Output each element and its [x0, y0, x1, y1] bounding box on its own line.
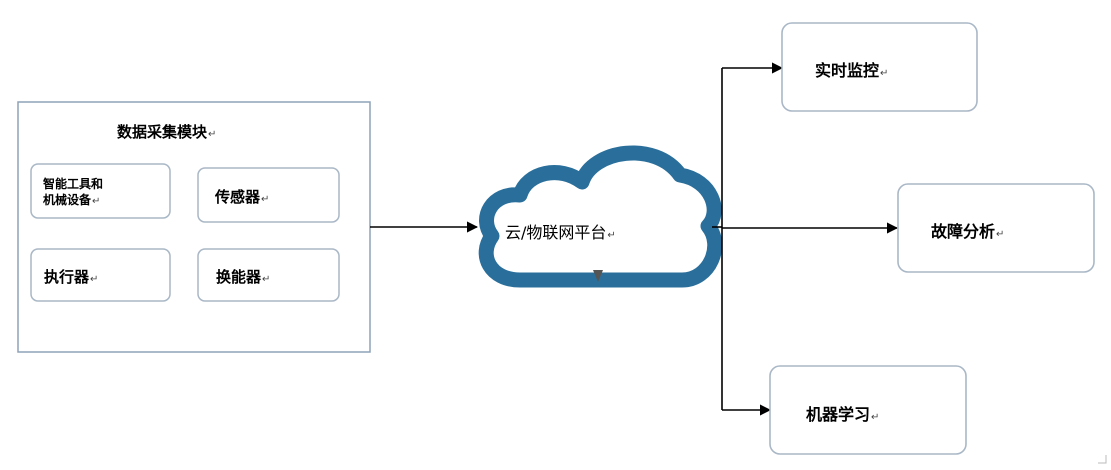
- data-acquisition-module-box: [17, 101, 371, 353]
- cloud-bottom-notch: [593, 270, 603, 282]
- actuator-text: 执行器: [44, 268, 90, 286]
- fault-analysis-text: 故障分析: [931, 222, 996, 241]
- monitoring-label: 实时监控↵: [815, 57, 888, 81]
- fault-analysis-label: 故障分析↵: [931, 218, 1004, 242]
- actuator-box: [30, 248, 171, 302]
- sensor-label: 传感器↵: [215, 186, 269, 207]
- cloud-platform-text: 云/物联网平台: [505, 223, 607, 242]
- paragraph-mark: ↵: [208, 129, 217, 140]
- corner-mark: [1098, 455, 1107, 464]
- machine-learning-text: 机器学习: [806, 405, 871, 424]
- sensor-box: [197, 167, 340, 223]
- smart-tools-label: 智能工具和 机械设备↵: [43, 176, 153, 210]
- smart-tools-box: [30, 163, 171, 219]
- paragraph-mark: ↵: [607, 230, 616, 241]
- smart-tools-line2: 机械设备: [43, 193, 92, 207]
- transducer-label: 换能器↵: [216, 266, 270, 287]
- paragraph-mark: ↵: [871, 412, 880, 423]
- actuator-label: 执行器↵: [44, 266, 98, 287]
- cloud-icon: [478, 145, 723, 288]
- paragraph-mark: ↵: [261, 194, 270, 205]
- module-title: 数据采集模块↵: [117, 121, 216, 142]
- paragraph-mark: ↵: [262, 274, 271, 285]
- machine-learning-label: 机器学习↵: [806, 401, 879, 425]
- paragraph-mark: ↵: [92, 196, 101, 207]
- transducer-text: 换能器: [216, 268, 262, 286]
- cloud-platform-label: 云/物联网平台↵: [505, 219, 616, 243]
- monitoring-box: [781, 22, 978, 112]
- machine-learning-box: [769, 365, 967, 455]
- monitoring-text: 实时监控: [815, 61, 880, 80]
- paragraph-mark: ↵: [996, 229, 1005, 240]
- transducer-box: [197, 248, 340, 302]
- paragraph-mark: ↵: [880, 68, 889, 79]
- paragraph-mark: ↵: [90, 274, 99, 285]
- module-title-text: 数据采集模块: [117, 123, 208, 141]
- smart-tools-line1: 智能工具和: [43, 177, 104, 191]
- sensor-text: 传感器: [215, 188, 261, 206]
- fault-analysis-box: [897, 183, 1095, 273]
